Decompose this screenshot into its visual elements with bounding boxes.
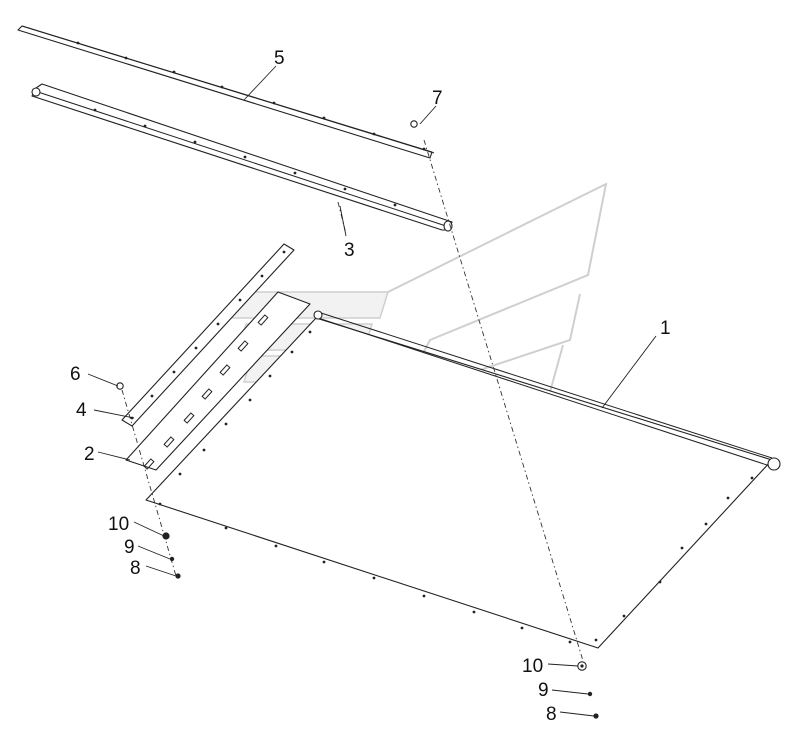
label-part-9-right: 9 [538, 680, 549, 701]
label-part-9-left: 9 [124, 537, 135, 558]
leader-lines [87, 65, 657, 717]
label-part-7: 7 [432, 88, 443, 109]
part-3-profile-bar [31, 83, 453, 232]
label-part-2: 2 [84, 444, 95, 465]
label-part-3: 3 [344, 240, 355, 261]
part-9-washer-left [169, 556, 175, 562]
part-5-strip [17, 25, 435, 159]
label-part-8-left: 8 [130, 558, 141, 579]
label-part-8-right: 8 [546, 704, 557, 725]
part-7-bolt [410, 120, 418, 128]
label-part-10-left: 10 [108, 514, 129, 535]
fasteners [116, 120, 599, 719]
part-10-washer-left [162, 532, 170, 540]
part-1-sheet [145, 310, 781, 649]
label-part-4: 4 [76, 400, 87, 421]
part-2-slotted-strip [125, 291, 311, 471]
label-part-6: 6 [70, 364, 81, 385]
label-part-5: 5 [274, 48, 285, 69]
label-part-1: 1 [660, 318, 671, 339]
part-labels: 5 7 3 1 6 4 2 10 9 8 10 9 8 [70, 48, 671, 725]
part-8-nut-right [593, 713, 599, 719]
part-8-nut-left [175, 573, 181, 579]
part-9-washer-right [587, 691, 593, 697]
label-part-10-right: 10 [522, 656, 543, 677]
